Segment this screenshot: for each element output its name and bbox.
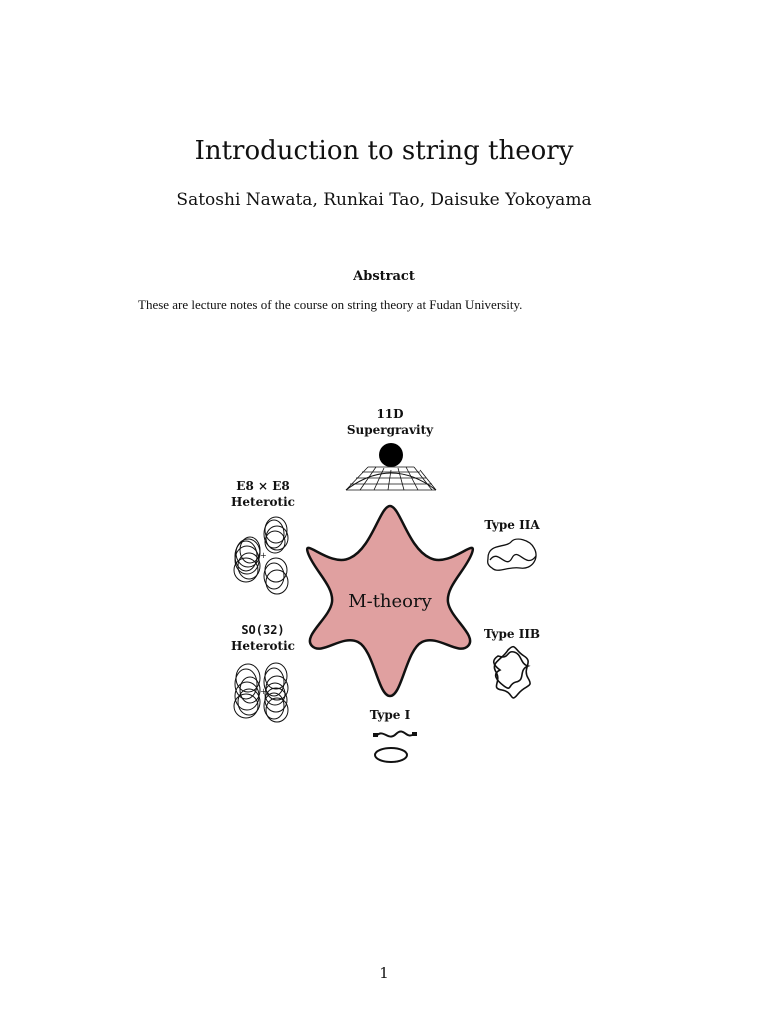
author-list: Satoshi Nawata, Runkai Tao, Daisuke Yoko… (176, 190, 592, 210)
m-theory-star (305, 504, 475, 698)
sugra-label-line2: Supergravity (346, 423, 434, 437)
so32-heterotic-icon: + (233, 662, 289, 723)
sugra-label: 11D Supergravity (330, 406, 450, 438)
supergravity-icon (345, 443, 437, 491)
abstract-heading: Abstract (353, 269, 415, 284)
type-iib-label: Type IIB (483, 627, 541, 641)
page-number: 1 (379, 964, 389, 982)
type-iia-label: Type IIA (484, 518, 540, 532)
so32-label: SO(32) Heterotic (210, 622, 316, 654)
type-i-icon (373, 730, 417, 763)
e8-label-line1: E8 × E8 (236, 479, 290, 493)
e8-label-line2: Heterotic (231, 495, 295, 509)
sugra-label-line1: 11D (376, 407, 404, 421)
so32-label-line2: Heterotic (231, 639, 295, 653)
m-theory-label: M-theory (348, 591, 432, 612)
e8-heterotic-icon: + (233, 516, 289, 595)
so32-label-line1: SO(32) (241, 623, 285, 637)
type-iib-icon (492, 645, 531, 699)
m-theory-figure: + + 11D (210, 398, 570, 778)
e8-label: E8 × E8 Heterotic (210, 478, 316, 510)
abstract-text: These are lecture notes of the course on… (138, 297, 523, 312)
type-iia-icon (487, 538, 537, 571)
svg-text:+: + (260, 687, 267, 696)
type-i-label: Type I (369, 708, 411, 722)
svg-text:+: + (260, 551, 267, 560)
paper-title: Introduction to string theory (194, 136, 574, 166)
